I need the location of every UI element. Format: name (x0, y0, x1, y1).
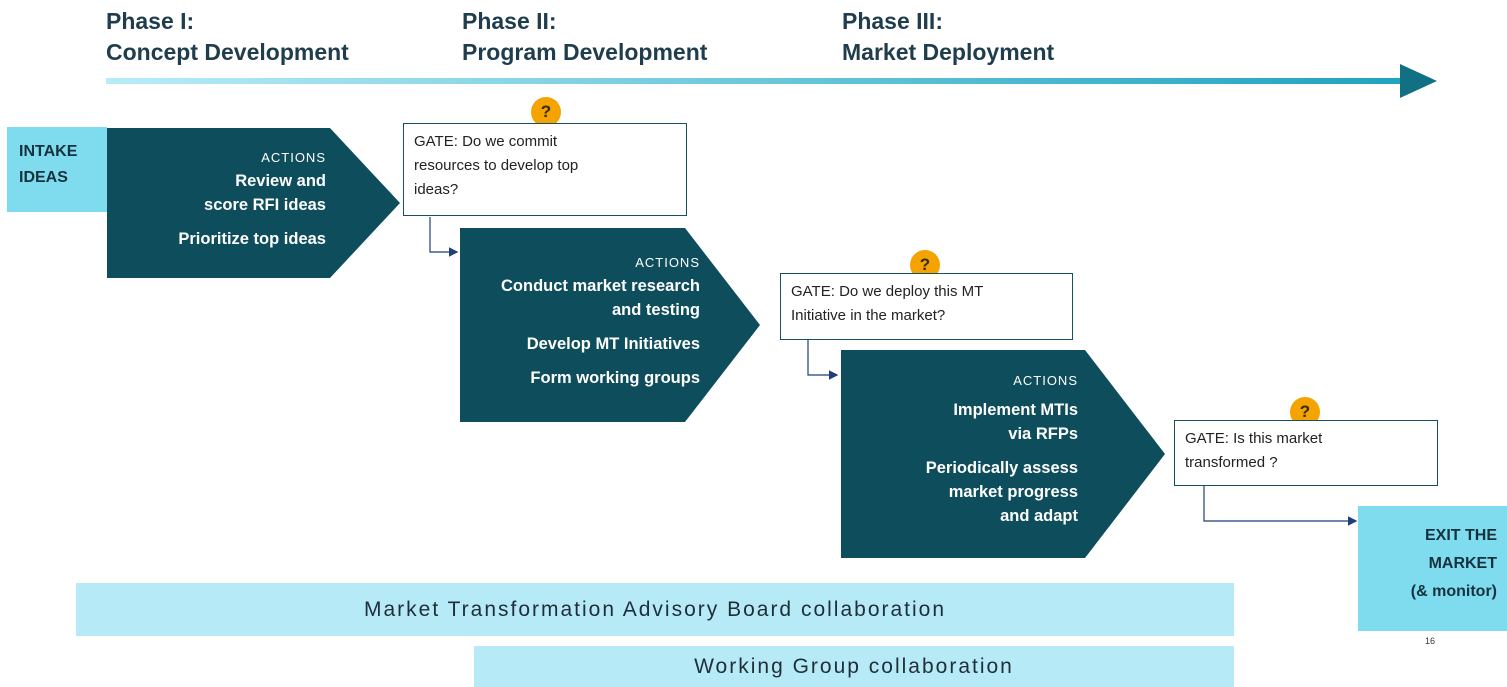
stage-3-chevron (841, 350, 1165, 558)
intake-line-1: INTAKE (19, 143, 78, 160)
stage-3-action: via RFPs (1008, 425, 1078, 443)
stage-2-chevron (460, 228, 760, 422)
stage-1-action: score RFI ideas (204, 196, 326, 214)
phase-1-title: Concept Development (106, 39, 349, 65)
stage-2-action: Form working groups (530, 369, 700, 387)
connector-1 (429, 217, 459, 257)
phase-1-heading: Phase I: Concept Development (106, 6, 349, 68)
connector-2 (807, 340, 839, 380)
gate-2-line: Do we deploy this MT (839, 283, 984, 300)
stage-3-action: market progress (948, 483, 1078, 501)
gate-1-line: Do we commit (462, 133, 558, 150)
stage-1-actions-label: ACTIONS (261, 150, 326, 165)
stage-2-actions-label: ACTIONS (635, 255, 700, 270)
stage-1-action: Review and (235, 172, 326, 190)
intake-line-2: IDEAS (19, 169, 68, 186)
stage-1-action: Prioritize top ideas (178, 230, 326, 248)
timeline-arrow-bar (106, 78, 1406, 84)
working-group-bar: Working Group collaboration (474, 646, 1234, 687)
advisory-board-bar: Market Transformation Advisory Board col… (76, 583, 1234, 636)
phase-3-number: Phase III: (842, 8, 943, 34)
stage-3-actions-label: ACTIONS (1013, 373, 1078, 388)
stage-2-action: Conduct market research (501, 277, 700, 295)
stage-2-action: and testing (611, 301, 700, 319)
gate-3-line: Is this market (1233, 430, 1323, 447)
exit-market-box: EXIT THE MARKET (& monitor) (1358, 506, 1507, 631)
phase-2-number: Phase II: (462, 8, 557, 34)
gate-3-line: transformed ? (1185, 454, 1278, 471)
stage-3-actions: ACTIONS Implement MTIs via RFPs Periodic… (860, 373, 1078, 528)
working-group-label: Working Group collaboration (694, 654, 1014, 678)
gate-1-line: resources to develop top (414, 157, 579, 174)
gate-1-line: ideas? (414, 181, 459, 198)
phase-2-heading: Phase II: Program Development (462, 6, 707, 68)
stage-1-actions: ACTIONS Review and score RFI ideas Prior… (120, 150, 326, 251)
question-icon: ? (531, 97, 561, 127)
exit-line-1: EXIT THE (1424, 527, 1497, 544)
stage-3-action: Periodically assess (925, 459, 1078, 477)
intake-ideas-box: INTAKE IDEAS (7, 127, 107, 212)
timeline-arrowhead (1400, 64, 1437, 98)
exit-line-2: MARKET (1428, 555, 1497, 572)
phase-3-title: Market Deployment (842, 39, 1055, 65)
gate-2-prefix: GATE: (791, 283, 835, 300)
page-number: 16 (1425, 636, 1436, 646)
gate-2-line: Initiative in the market? (791, 307, 946, 324)
gate-2-box: GATE: Do we deploy this MT Initiative in… (780, 273, 1073, 340)
phase-1-number: Phase I: (106, 8, 195, 34)
advisory-board-label: Market Transformation Advisory Board col… (363, 597, 947, 621)
gate-3-prefix: GATE: (1185, 430, 1229, 447)
gate-3-box: GATE: Is this market transformed ? (1174, 420, 1438, 486)
exit-line-3: (& monitor) (1410, 583, 1497, 600)
stage-2-actions: ACTIONS Conduct market research and test… (462, 255, 700, 390)
stage-1-chevron (107, 128, 400, 278)
stage-2-action: Develop MT Initiatives (526, 335, 700, 353)
gate-1-box: GATE: Do we commit resources to develop … (403, 123, 687, 216)
phase-2-title: Program Development (462, 39, 708, 65)
stage-3-action: and adapt (1000, 507, 1078, 525)
phase-3-heading: Phase III: Market Deployment (842, 6, 1054, 68)
gate-1-prefix: GATE: (414, 133, 458, 150)
stage-3-action: Implement MTIs (953, 401, 1078, 419)
connector-3 (1203, 486, 1358, 526)
